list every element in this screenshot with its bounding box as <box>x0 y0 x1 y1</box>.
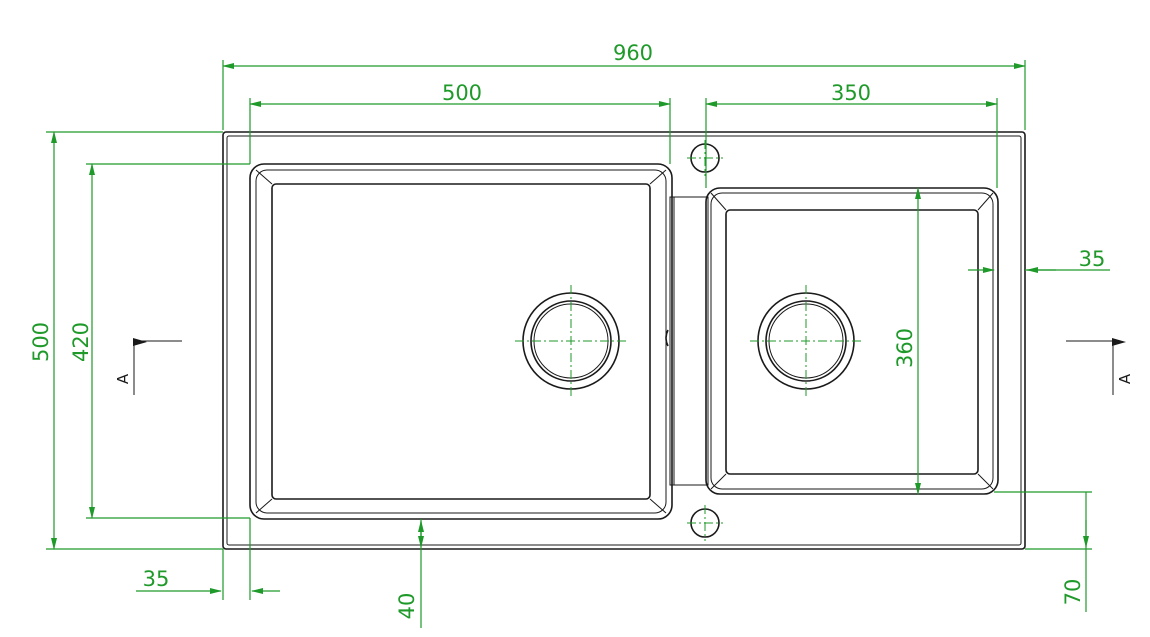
dimension-left-bowl-width <box>249 98 671 164</box>
left-bowl-depth-label: 420 <box>69 322 93 362</box>
dimension-overall-depth <box>46 131 223 550</box>
overall-width-label: 960 <box>613 41 653 65</box>
dimension-left-bowl-depth <box>86 163 250 519</box>
left-margin-label: 35 <box>143 567 170 591</box>
section-marker-right <box>1066 338 1126 395</box>
overall-depth-label: 500 <box>29 322 53 362</box>
section-marker-left-label: A <box>114 373 132 384</box>
right-margin-label: 35 <box>1079 247 1106 271</box>
tap-hole-top <box>687 140 723 176</box>
right-bowl-depth-label: 360 <box>893 328 917 368</box>
dimension-left-margin <box>136 518 280 600</box>
tap-hole-bottom <box>687 505 723 541</box>
sink-outline <box>222 131 1026 550</box>
section-marker-left <box>133 338 182 395</box>
right-bowl <box>705 187 999 495</box>
right-bowl-width-label: 350 <box>831 81 871 105</box>
dimension-overall-width <box>222 60 1026 130</box>
front-margin-label: 40 <box>395 593 419 620</box>
right-front-offset-label: 70 <box>1061 579 1085 606</box>
left-drain <box>515 285 627 397</box>
section-marker-right-label: A <box>1116 373 1134 384</box>
overflow-channel <box>665 196 709 486</box>
left-bowl-width-label: 500 <box>442 81 482 105</box>
dimension-right-bowl-width <box>705 98 998 188</box>
dimension-right-front-offset <box>994 491 1092 612</box>
right-drain <box>750 285 862 397</box>
